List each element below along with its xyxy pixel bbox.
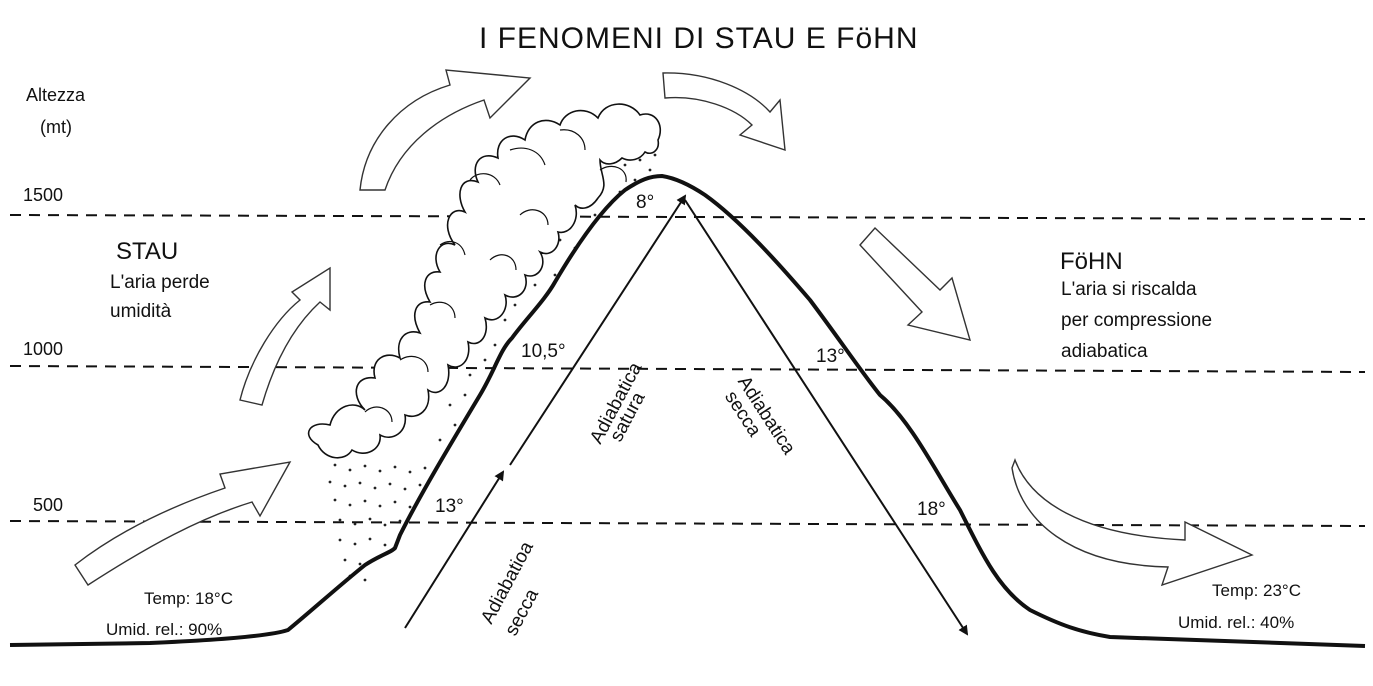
fohn-temperature: Temp: 23°C (1212, 581, 1302, 600)
axis-level-1500: 1500 (23, 185, 64, 205)
level-line-1000 (9, 365, 1366, 373)
leeward-dry-descent-arrow (684, 199, 969, 636)
wind-arrow-windward-low (74, 461, 292, 586)
mountain-profile (9, 174, 1366, 648)
stau-humidity: Umid. rel.: 90% (106, 620, 223, 639)
wind-arrow-windward-high (359, 69, 532, 191)
temp-leeward-500: 18° (917, 499, 946, 520)
cloud-inner-contours (364, 129, 627, 423)
axis-level-1000: 1000 (23, 339, 64, 359)
temp-peak: 8° (636, 192, 655, 213)
axis-label-line2: (mt) (40, 117, 72, 137)
stau-desc-line1: L'aria perde (110, 272, 210, 293)
axis-label-line1: Altezza (26, 85, 86, 105)
axis-level-500: 500 (33, 495, 64, 515)
windward-dry-ascent-arrow (404, 470, 505, 629)
fohn-desc-line1: L'aria si riscalda (1061, 279, 1197, 300)
fohn-heading: FöHN (1060, 248, 1123, 275)
diagram-title: I FENOMENI DI STAU E FöHN (479, 22, 919, 55)
windward-saturated-ascent-arrow (509, 194, 687, 466)
wind-arrow-leeward-mid (859, 226, 972, 341)
level-line-1500 (9, 214, 1366, 220)
fohn-desc-line3: adiabatica (1061, 341, 1148, 362)
temp-leeward-1000: 13° (816, 346, 845, 367)
stau-temperature: Temp: 18°C (144, 589, 234, 608)
fohn-humidity: Umid. rel.: 40% (1178, 613, 1295, 632)
wind-arrow-leeward-low (1011, 458, 1254, 587)
wind-arrow-windward-mid (239, 266, 331, 406)
wind-arrow-leeward-high (662, 72, 786, 152)
stau-desc-line2: umidità (110, 301, 172, 322)
cloud (307, 103, 662, 459)
temp-windward-1000: 10,5° (521, 341, 566, 362)
stau-heading: STAU (116, 238, 179, 265)
temp-windward-500: 13° (435, 496, 464, 517)
fohn-desc-line2: per compressione (1061, 310, 1213, 331)
level-line-500 (9, 520, 1366, 527)
